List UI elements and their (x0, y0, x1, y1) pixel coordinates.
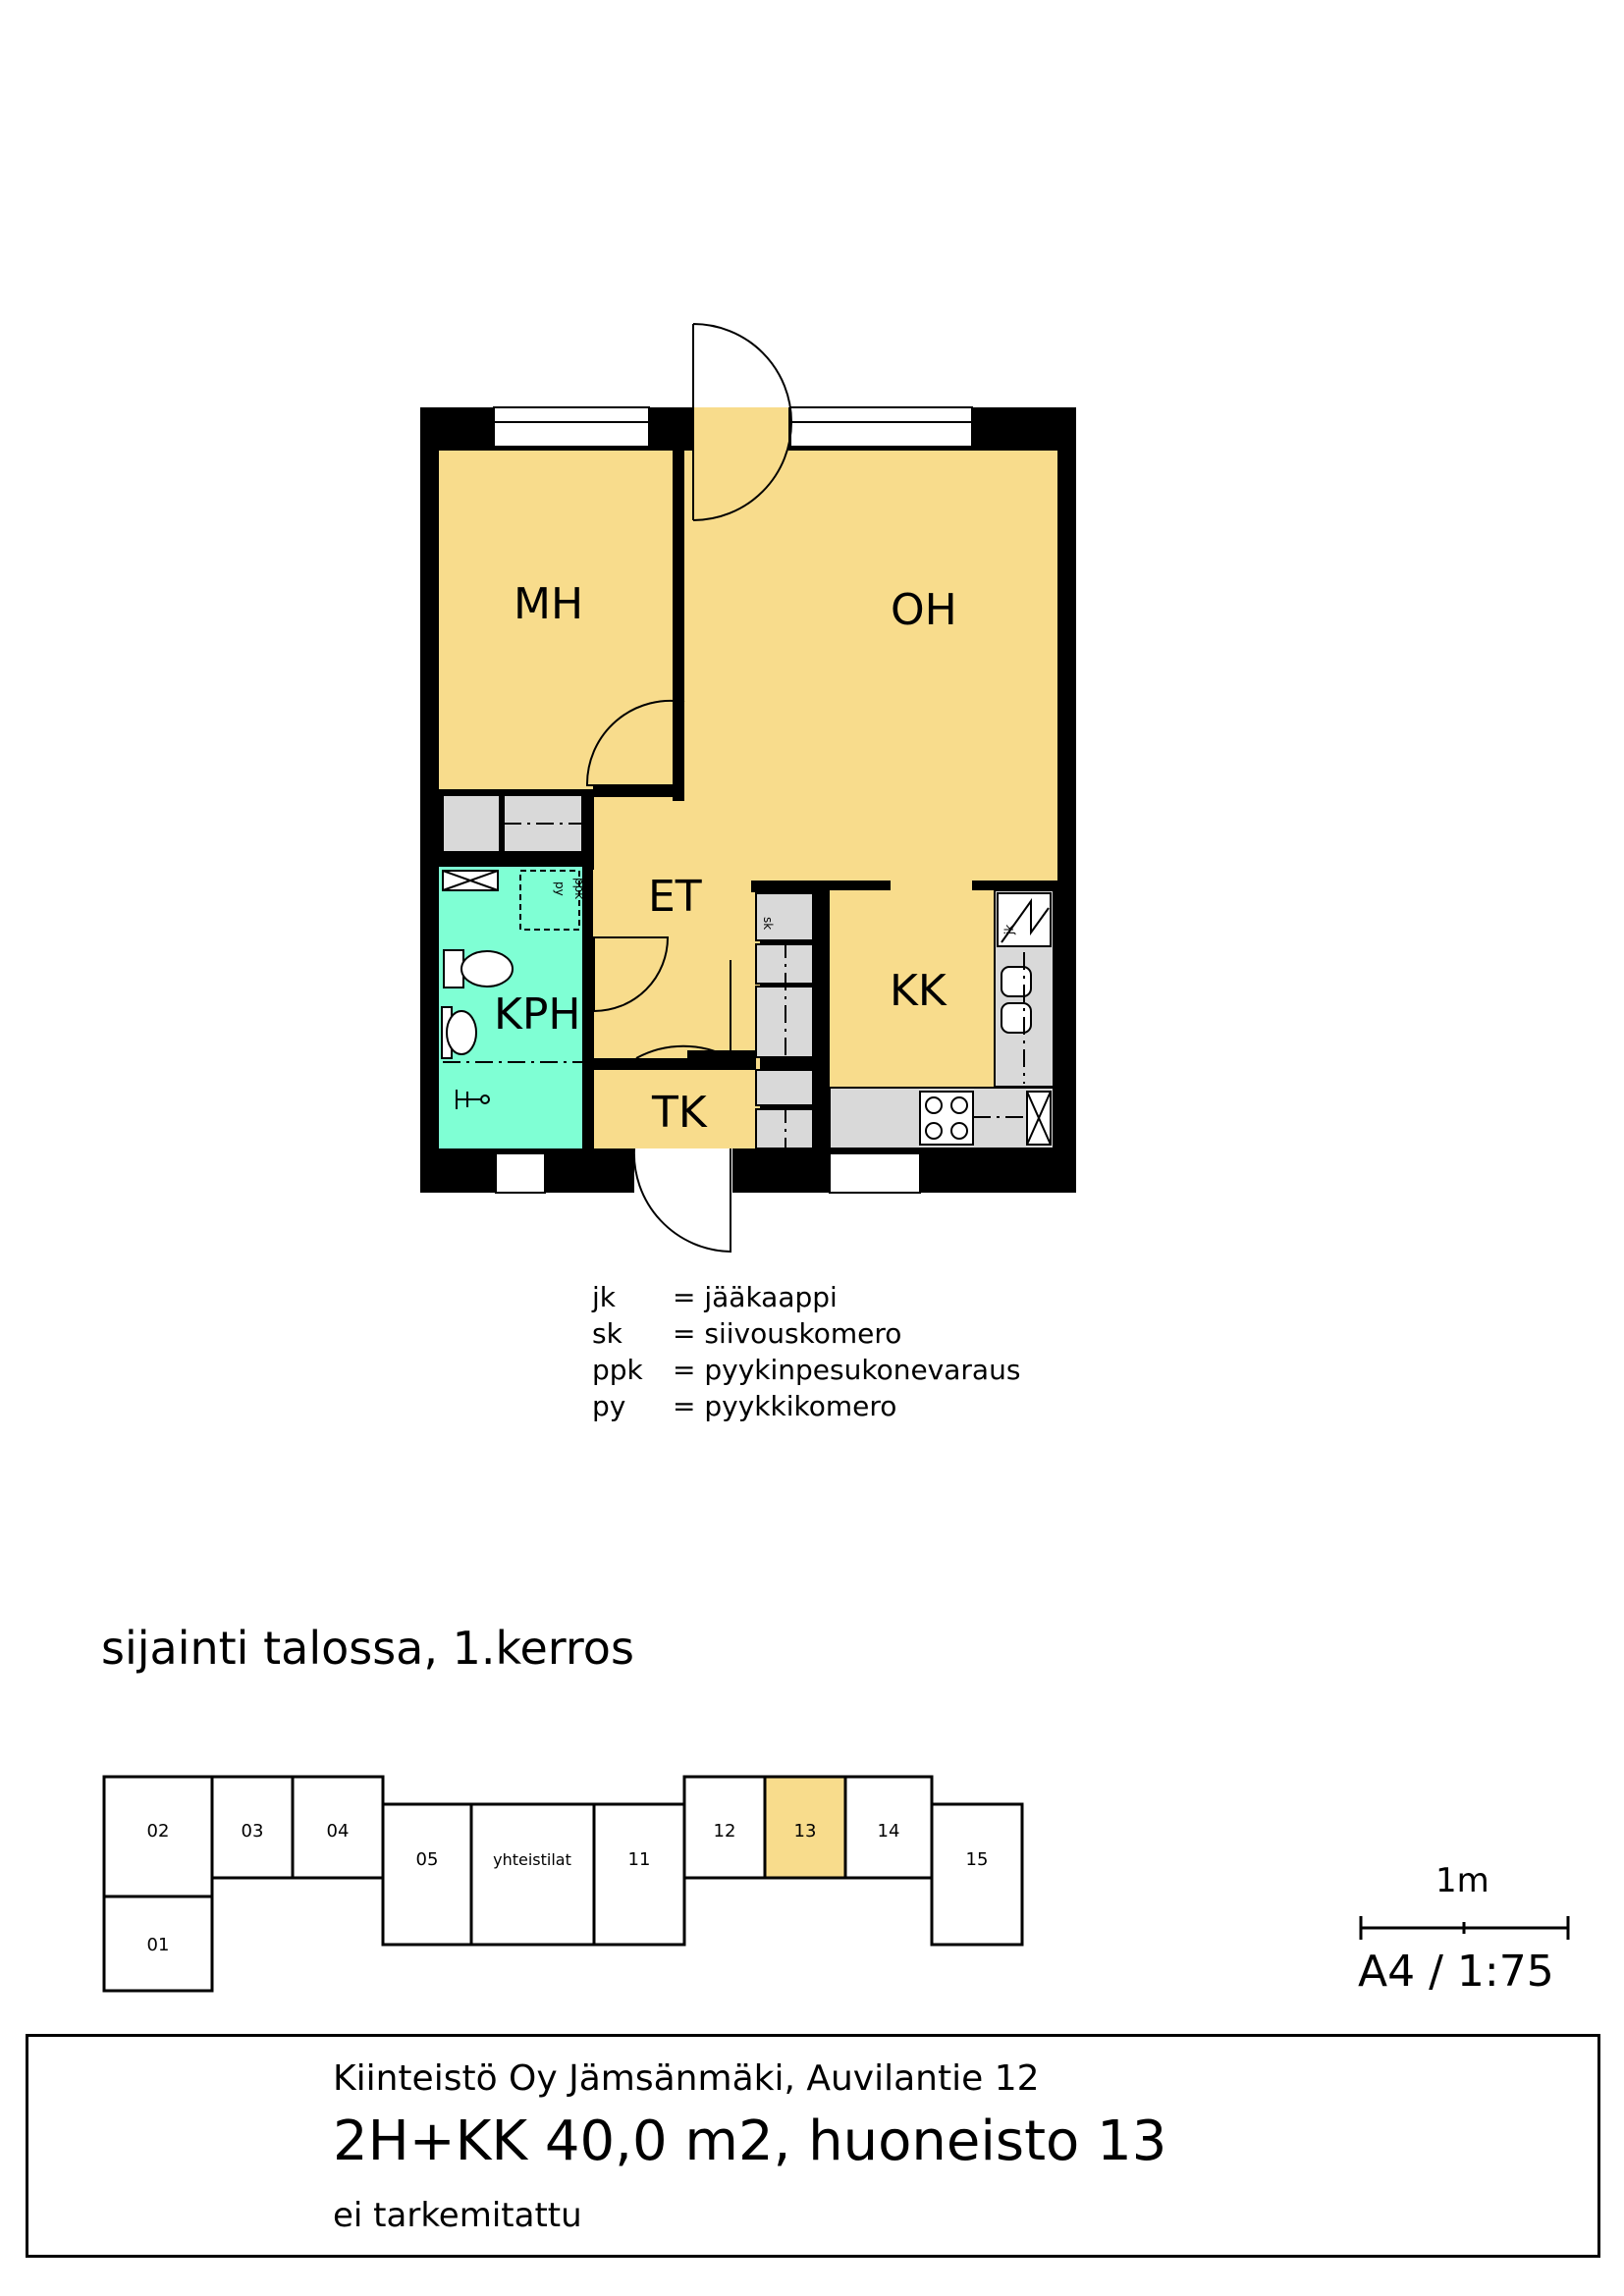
sink-basin-1 (1001, 966, 1032, 997)
location-map (102, 1775, 1024, 1993)
room-kk-area (830, 886, 995, 1088)
unit-01 (102, 1895, 214, 1993)
fixtures (442, 794, 1055, 1149)
unit-label: 14 (878, 1821, 900, 1842)
unit-label: 01 (147, 1935, 170, 1955)
scale-bar (1359, 1916, 1570, 1940)
door-swing-mh (585, 699, 685, 786)
legend-meaning: = jääkaappi (673, 1281, 838, 1313)
unit-03 (210, 1775, 295, 1880)
windows (493, 406, 973, 1194)
washer-reserve (519, 870, 580, 931)
room-label-kk: KK (890, 966, 947, 1016)
room-kph-area (439, 867, 582, 1148)
window-kk (829, 1152, 921, 1194)
toilet (443, 949, 514, 988)
legend-code: sk (592, 1317, 623, 1350)
legend-meaning: = pyykkikomero (673, 1390, 896, 1422)
measurement-note: ei tarkemitattu (333, 2196, 582, 2235)
location-unit-labels: 02 03 04 05 yhteistilat 11 12 13 14 15 0… (147, 1821, 989, 1955)
legend-meaning: = pyykinpesukonevaraus (673, 1354, 1020, 1386)
unit-yhteistilat (469, 1802, 596, 1947)
room-label-tk: TK (651, 1088, 708, 1138)
unit-label: 11 (628, 1849, 651, 1870)
legend: jk = jääkaappi sk = siivouskomero ppk = … (591, 1281, 1020, 1422)
window-oh (789, 406, 973, 448)
door-opening-bottom (634, 1148, 732, 1193)
unit-label: 02 (147, 1821, 170, 1842)
unit-label: 12 (714, 1821, 736, 1842)
fixture-label-ppk: ppk (572, 878, 586, 899)
unit-12 (682, 1775, 767, 1880)
door-swing-entry (632, 1148, 731, 1254)
apartment-title: 2H+KK 40,0 m2, huoneisto 13 (333, 2109, 1167, 2173)
legend-code: jk (591, 1281, 617, 1313)
sink-basin-2 (1001, 1002, 1032, 1034)
legend-meaning: = siivouskomero (673, 1317, 901, 1350)
window-kph (495, 1152, 546, 1194)
door-swing-kph (593, 936, 670, 1013)
cabinet-cross (1026, 1091, 1052, 1146)
unit-label: 05 (416, 1849, 439, 1870)
room-mh-area (439, 451, 673, 789)
fixture-label-jk: jk (1002, 925, 1016, 935)
unit-05 (381, 1802, 473, 1947)
fridge-mark (1001, 897, 1050, 943)
room-label-mh: MH (514, 579, 583, 629)
fixture-label-sk: sk (761, 917, 775, 930)
unit-label: yhteistilat (493, 1850, 571, 1869)
location-title: sijainti talossa, 1.kerros (101, 1622, 634, 1675)
shower-head (456, 1090, 490, 1109)
unit-14 (843, 1775, 934, 1880)
scale-ratio: A4 / 1:75 (1358, 1947, 1554, 1997)
fixture-label-py: py (553, 881, 567, 896)
room-label-kph: KPH (494, 989, 580, 1040)
door-opening-top (693, 407, 788, 451)
fridge-box (997, 892, 1052, 947)
room-et-area (593, 797, 760, 1070)
door-swing-balcony (692, 323, 793, 521)
title-block: Kiinteistö Oy Jämsänmäki, Auvilantie 12 … (26, 2034, 1600, 2258)
interior-walls (439, 447, 1057, 1148)
unit-11 (592, 1802, 686, 1947)
unit-04 (291, 1775, 385, 1880)
bath-cabinet-cross (442, 870, 499, 891)
unit-02 (102, 1775, 214, 1898)
scale-label: 1m (1435, 1861, 1489, 1900)
unit-label: 13 (794, 1821, 817, 1842)
unit-label: 15 (966, 1849, 989, 1870)
wardrobe-tk-1 (755, 1069, 814, 1106)
room-label-et: ET (648, 872, 702, 922)
unit-label: 04 (327, 1821, 350, 1842)
washbasin (441, 1006, 477, 1059)
stove-burners (925, 1096, 968, 1140)
kitchen-opening (891, 881, 972, 890)
wardrobe-et-1 (755, 892, 814, 941)
wardrobe-mh-1 (442, 794, 501, 853)
property-address: Kiinteistö Oy Jämsänmäki, Auvilantie 12 (333, 2058, 1040, 2099)
door-swings (585, 323, 793, 1254)
door-swing-tk (635, 960, 731, 1060)
dash-dot-lines (443, 823, 1027, 1148)
window-mh (493, 406, 650, 448)
unit-label: 03 (242, 1821, 264, 1842)
room-tk-area (593, 1070, 760, 1148)
legend-code: ppk (592, 1354, 644, 1386)
legend-code: py (592, 1390, 625, 1422)
unit-15 (930, 1802, 1024, 1947)
room-label-oh: OH (891, 585, 957, 635)
